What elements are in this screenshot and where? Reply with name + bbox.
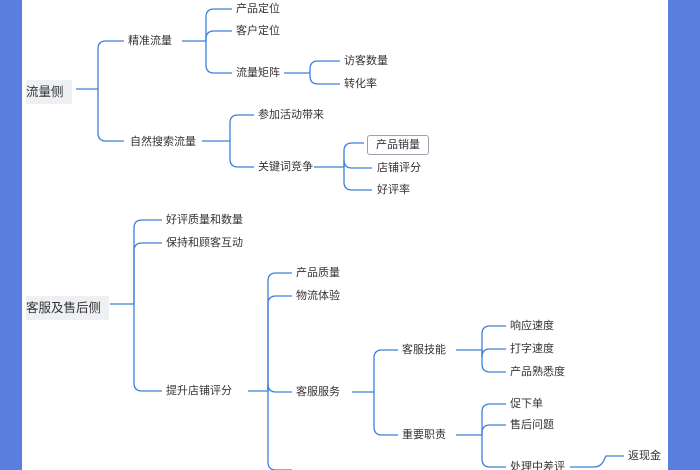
node-conversion-rate[interactable]: 转化率 — [344, 77, 377, 90]
node-review-quality[interactable]: 好评质量和数量 — [166, 213, 243, 226]
node-product-quality[interactable]: 产品质量 — [296, 266, 340, 279]
node-traffic-matrix[interactable]: 流量矩阵 — [236, 66, 280, 79]
node-customer-interaction[interactable]: 保持和顾客互动 — [166, 236, 243, 249]
node-activity-traffic[interactable]: 参加活动带来 — [258, 108, 324, 121]
node-typing-speed[interactable]: 打字速度 — [510, 342, 554, 355]
node-precise-traffic[interactable]: 精准流量 — [128, 34, 172, 47]
node-product-positioning[interactable]: 产品定位 — [236, 2, 280, 15]
node-cash-back[interactable]: 返现金 — [628, 449, 661, 462]
node-product-sales[interactable]: 产品销量 — [367, 135, 429, 155]
node-handle-bad-review[interactable]: 处理中差评 — [510, 460, 565, 470]
node-customer-service[interactable]: 客服服务 — [296, 385, 340, 398]
root-node-traffic[interactable]: 流量侧 — [26, 80, 72, 104]
node-keyword-competition[interactable]: 关键词竞争 — [258, 160, 313, 173]
node-response-speed[interactable]: 响应速度 — [510, 319, 554, 332]
node-service-skills[interactable]: 客服技能 — [402, 343, 446, 356]
node-after-sales[interactable]: 售后问题 — [510, 418, 554, 431]
node-visitor-count[interactable]: 访客数量 — [344, 54, 388, 67]
mind-map-canvas: 流量侧 客服及售后侧 精准流量 产品定位 客户定位 流量矩阵 访客数量 转化率 … — [22, 0, 668, 470]
node-product-familiarity[interactable]: 产品熟悉度 — [510, 365, 565, 378]
node-logistics[interactable]: 物流体验 — [296, 289, 340, 302]
connector-lines — [76, 8, 624, 470]
node-promote-order[interactable]: 促下单 — [510, 397, 543, 410]
node-store-rating-kw[interactable]: 店铺评分 — [377, 161, 421, 174]
node-customer-positioning[interactable]: 客户定位 — [236, 24, 280, 37]
node-key-duties[interactable]: 重要职责 — [402, 428, 446, 441]
node-positive-rate[interactable]: 好评率 — [377, 183, 410, 196]
node-natural-search[interactable]: 自然搜索流量 — [130, 135, 196, 148]
node-improve-store-rating[interactable]: 提升店铺评分 — [166, 384, 232, 397]
root-node-service[interactable]: 客服及售后侧 — [26, 296, 110, 320]
